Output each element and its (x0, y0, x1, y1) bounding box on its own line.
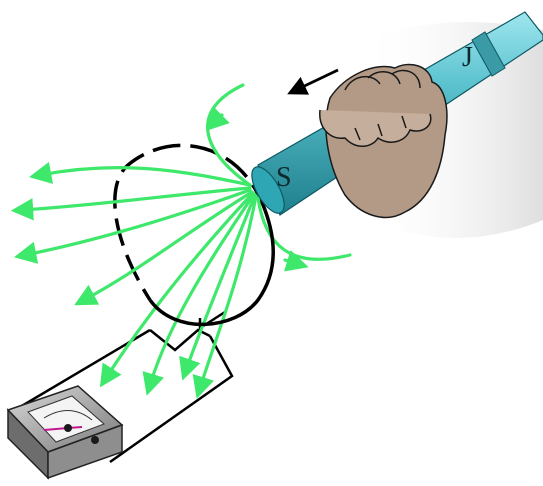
meter-pivot (64, 424, 72, 432)
magnetic-field-lines (22, 85, 350, 388)
field-line-left-1 (22, 188, 250, 210)
field-line-upper-left (40, 168, 250, 185)
far-pole-label: J (462, 42, 473, 73)
near-pole-label: S (276, 162, 292, 193)
field-line-top (208, 85, 250, 185)
field-line-down-4 (200, 196, 256, 388)
field-line-right-arrow (285, 260, 298, 264)
field-line-lower-left (84, 192, 252, 300)
field-line-down-1 (106, 193, 253, 378)
field-line-top-arrow (214, 115, 222, 123)
galvanometer (8, 386, 122, 478)
motion-arrow (296, 70, 338, 90)
meter-knob (91, 436, 99, 444)
